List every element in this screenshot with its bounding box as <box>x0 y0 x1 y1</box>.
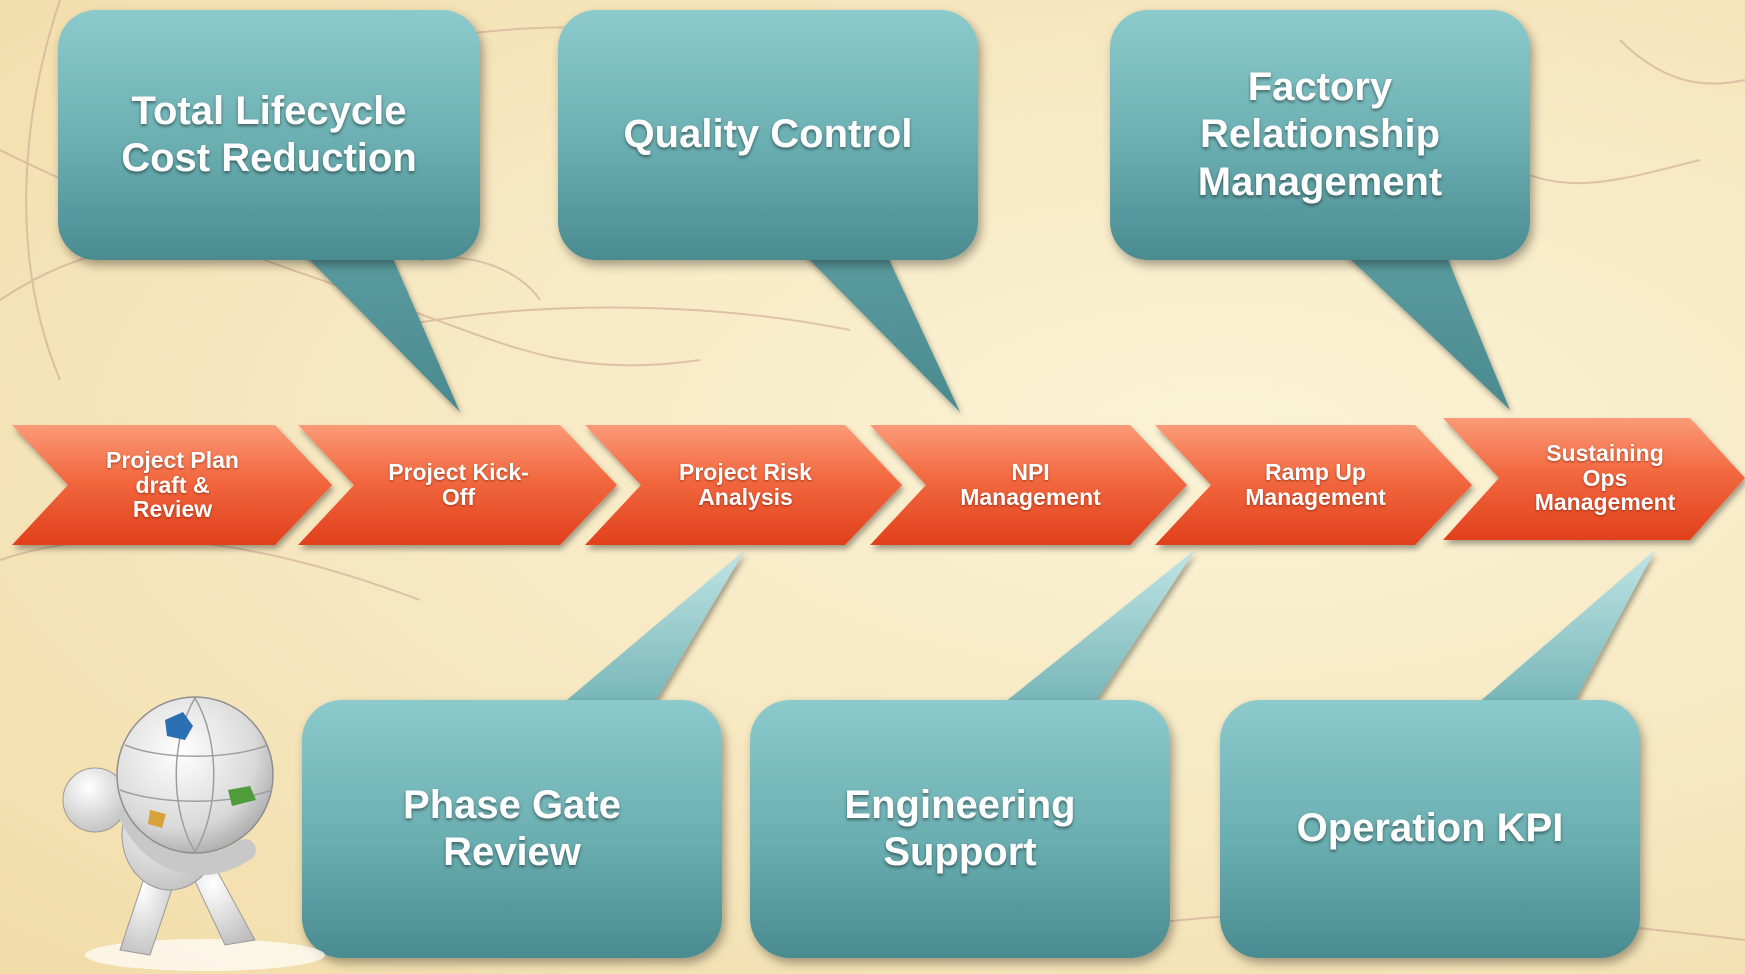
callout-operation-kpi: Operation KPI <box>1296 806 1564 851</box>
step-project-kickoff: Project Kick- Off <box>388 459 529 510</box>
chevron-5 <box>1155 425 1472 545</box>
step-npi-management: NPI Management <box>960 459 1101 510</box>
callout-tail-operation <box>1470 550 1655 710</box>
chevron-2 <box>298 425 617 545</box>
callout-engineering-support: Engineering Support <box>844 782 1076 874</box>
chevron-1 <box>12 425 332 545</box>
callout-tail-quality <box>790 240 960 412</box>
step-sustaining-ops-management: Sustaining Ops Management <box>1534 439 1676 516</box>
callout-box-quality <box>558 10 978 260</box>
callout-tail-engineering <box>995 550 1195 710</box>
chevron-3 <box>585 425 902 545</box>
callout-tail-phase-gate <box>555 550 745 710</box>
chevron-6 <box>1443 418 1745 540</box>
callout-box-factory <box>1110 10 1530 260</box>
step-ramp-up-management: Ramp Up Management <box>1245 459 1386 510</box>
callout-box-operation <box>1220 700 1640 958</box>
chevron-4 <box>870 425 1187 545</box>
callout-tail-lifecycle <box>290 240 460 412</box>
callout-box-phase-gate <box>302 700 722 958</box>
callout-factory-relationship: Factory Relationship Management <box>1197 65 1443 204</box>
callout-lifecycle-cost-reduction: Total Lifecycle Cost Reduction <box>121 88 417 180</box>
callout-phase-gate-review: Phase Gate Review <box>403 782 621 874</box>
callout-tail-factory <box>1330 240 1510 410</box>
step-project-risk-analysis: Project Risk Analysis <box>679 459 812 510</box>
step-project-plan: Project Plan draft & Review <box>106 446 239 523</box>
callout-quality-control: Quality Control <box>623 112 913 157</box>
callout-box-engineering <box>750 700 1170 958</box>
callout-box-lifecycle <box>58 10 480 260</box>
figure-carrying-puzzle-globe-icon <box>62 696 325 971</box>
